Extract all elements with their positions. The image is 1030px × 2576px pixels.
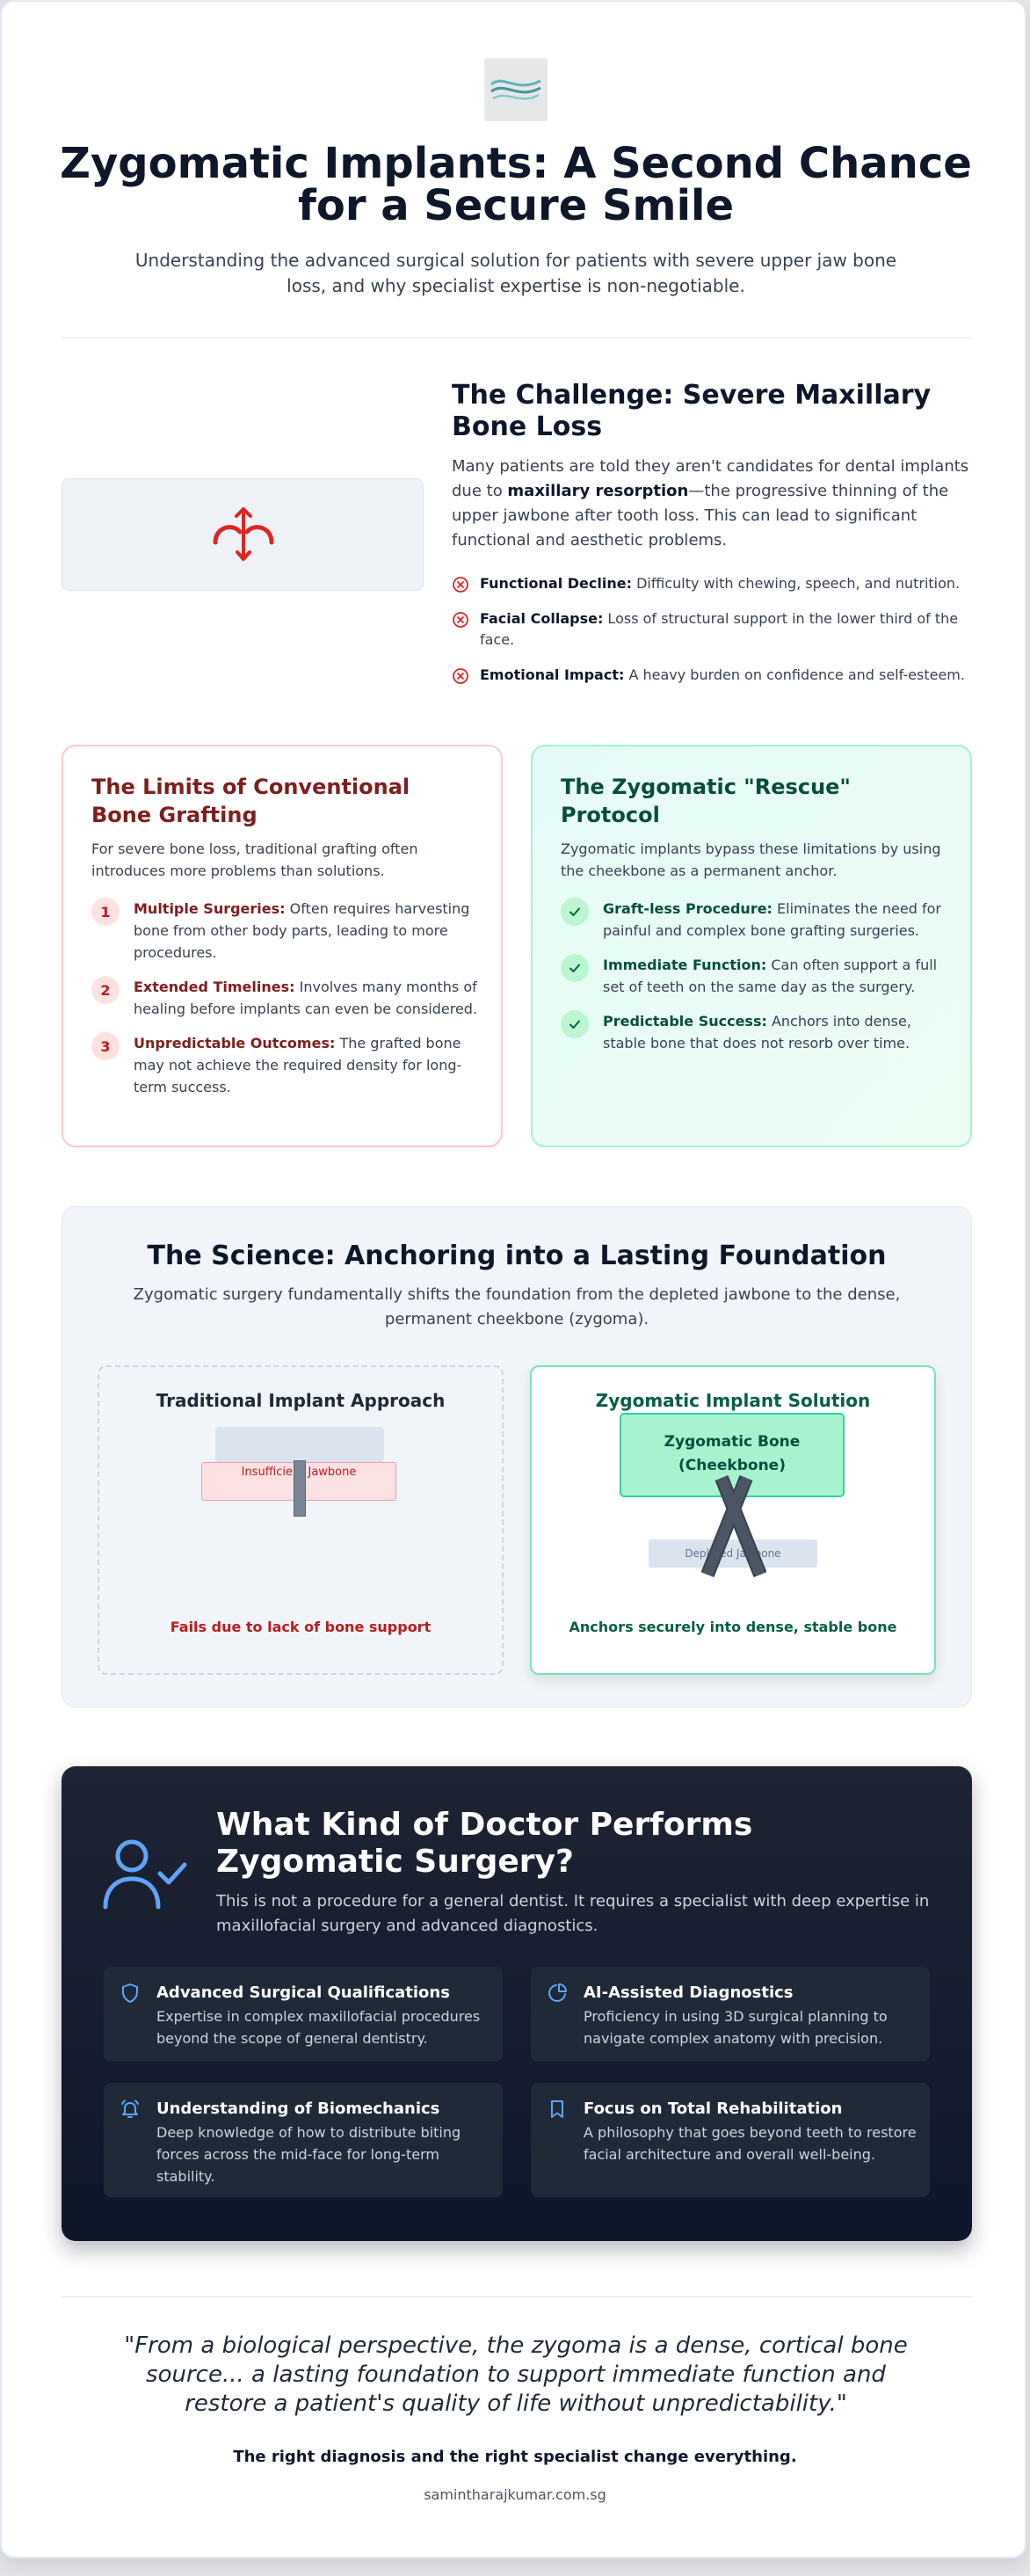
challenge-bullet: Facial Collapse: Loss of structural supp…	[452, 608, 972, 651]
challenge-bullets: Functional Decline: Difficulty with chew…	[452, 573, 972, 686]
challenge-text-b: —the progressive thinning of the upper j…	[452, 482, 949, 549]
feature-card: Focus on Total Rehabilitation A philosop…	[531, 2083, 930, 2197]
rescue-card: The Zygomatic "Rescue" Protocol Zygomati…	[531, 745, 972, 1147]
bookmark-icon	[551, 2100, 563, 2118]
brand-logo	[484, 58, 548, 121]
page-title: Zygomatic Implants: A Second Chance for …	[60, 139, 972, 230]
feature-title: Advanced Surgical Qualifications	[156, 1983, 450, 2002]
user-check-icon	[103, 1839, 187, 1910]
number-badge: 2	[91, 976, 120, 1004]
item-text: Anchors into dense, stable bone that doe…	[603, 1013, 911, 1052]
challenge-text-bold: maxillary resorption	[507, 482, 689, 500]
doctor-subtitle: This is not a procedure for a general de…	[216, 1892, 930, 1935]
science-subtitle: Zygomatic surgery fundamentally shifts t…	[133, 1285, 901, 1328]
item-label: Extended Timelines:	[134, 979, 295, 995]
science-title: The Science: Anchoring into a Lasting Fo…	[147, 1241, 887, 1271]
closing-quote: "From a biological perspective, the zygo…	[124, 2332, 908, 2417]
traditional-title: Traditional Implant Approach	[156, 1390, 446, 1411]
challenge-bullet: Emotional Impact: A heavy burden on conf…	[452, 665, 972, 686]
traditional-result: Fails due to lack of bone support	[170, 1619, 432, 1635]
feature-desc: A philosophy that goes beyond teeth to r…	[584, 2124, 917, 2163]
bullet-label: Functional Decline:	[480, 575, 632, 592]
feature-desc: Proficiency in using 3D surgical plannin…	[584, 2008, 888, 2047]
doctor-title: What Kind of Doctor Performs Zygomatic S…	[216, 1807, 753, 1880]
item-text: Involves many months of healing before i…	[134, 979, 478, 1017]
bullet-text: A heavy burden on confidence and self-es…	[624, 666, 965, 683]
pie-chart-icon	[548, 1983, 567, 2002]
rescue-item: Predictable Success: Anchors into dense,…	[561, 1010, 947, 1054]
rescue-list: Graft-less Procedure: Eliminates the nee…	[561, 898, 947, 1054]
footer-divider	[62, 2296, 972, 2297]
feature-card: AI-Assisted Diagnostics Proficiency in u…	[531, 1967, 930, 2062]
challenge-paragraph: Many patients are told they aren't candi…	[452, 455, 972, 553]
shield-icon	[122, 1983, 138, 2003]
check-icon	[561, 954, 589, 982]
zygomatic-implants-icon	[700, 1475, 767, 1577]
limits-title: The Limits of Conventional Bone Grafting	[91, 775, 410, 827]
feature-title: Focus on Total Rehabilitation	[584, 2099, 843, 2118]
science-section: The Science: Anchoring into a Lasting Fo…	[62, 1206, 972, 1707]
gum-block	[215, 1427, 384, 1462]
anchor-icon	[213, 507, 274, 561]
item-label: Graft-less Procedure:	[603, 900, 772, 917]
item-label: Multiple Surgeries:	[134, 900, 286, 917]
bullet-label: Facial Collapse:	[480, 610, 604, 627]
website-url: samintharajkumar.com.sg	[424, 2486, 606, 2503]
zygomatic-result: Anchors securely into dense, stable bone	[569, 1619, 897, 1635]
challenge-title: The Challenge: Severe Maxillary Bone Los…	[452, 380, 932, 442]
zygoma-label-2: (Cheekbone)	[678, 1457, 786, 1474]
limits-item: 1 Multiple Surgeries: Often requires har…	[91, 898, 478, 964]
feature-desc: Expertise in complex maxillofacial proce…	[156, 2008, 481, 2047]
challenge-text-a: Many patients are told they aren't candi…	[452, 457, 969, 500]
limits-intro: For severe bone loss, traditional grafti…	[91, 840, 418, 879]
number-badge: 1	[91, 898, 120, 926]
implant-post	[294, 1460, 306, 1517]
x-circle-icon	[453, 577, 468, 593]
rescue-intro: Zygomatic implants bypass these limitati…	[561, 840, 941, 879]
item-label: Predictable Success:	[603, 1013, 767, 1030]
bullet-text: Loss of structural support in the lower …	[480, 610, 959, 648]
rescue-title: The Zygomatic "Rescue" Protocol	[561, 775, 851, 827]
rescue-item: Graft-less Procedure: Eliminates the nee…	[561, 898, 947, 942]
challenge-illustration	[62, 478, 424, 591]
closing-tagline: The right diagnosis and the right specia…	[233, 2448, 797, 2466]
zygomatic-panel: Zygomatic Implant Solution Zygomatic Bon…	[530, 1365, 936, 1675]
x-circle-icon	[453, 668, 468, 684]
item-text: Often requires harvesting bone from othe…	[134, 900, 470, 961]
check-icon	[561, 898, 589, 926]
bullet-text: Difficulty with chewing, speech, and nut…	[632, 575, 961, 592]
feature-desc: Deep knowledge of how to distribute biti…	[156, 2124, 461, 2185]
bell-icon	[121, 2099, 139, 2118]
limits-item: 2 Extended Timelines: Involves many mont…	[91, 976, 478, 1020]
zygomatic-bone-block: Zygomatic Bone (Cheekbone)	[620, 1413, 845, 1497]
challenge-bullet: Functional Decline: Difficulty with chew…	[452, 573, 972, 594]
item-label: Immediate Function:	[603, 957, 767, 973]
rescue-item: Immediate Function: Can often support a …	[561, 954, 947, 998]
check-icon	[561, 1010, 589, 1038]
feature-card: Understanding of Biomechanics Deep knowl…	[104, 2083, 503, 2197]
limits-list: 1 Multiple Surgeries: Often requires har…	[91, 898, 478, 1098]
zygomatic-title: Zygomatic Implant Solution	[595, 1390, 871, 1411]
number-badge: 3	[91, 1032, 120, 1060]
item-label: Unpredictable Outcomes:	[134, 1035, 336, 1052]
limits-item: 3 Unpredictable Outcomes: The grafted bo…	[91, 1032, 478, 1098]
item-text: Eliminates the need for painful and comp…	[603, 900, 941, 939]
feature-title: Understanding of Biomechanics	[156, 2099, 440, 2118]
item-text: The grafted bone may not achieve the req…	[134, 1035, 462, 1095]
page-subtitle: Understanding the advanced surgical solu…	[134, 250, 897, 296]
feature-card: Advanced Surgical Qualifications Experti…	[104, 1967, 503, 2062]
zygoma-label-1: Zygomatic Bone	[664, 1433, 801, 1451]
feature-title: AI-Assisted Diagnostics	[584, 1983, 794, 2002]
item-text: Can often support a full set of teeth on…	[603, 957, 938, 995]
limits-card: The Limits of Conventional Bone Grafting…	[62, 745, 503, 1147]
wave-logo-icon	[490, 79, 541, 100]
traditional-panel: Traditional Implant Approach Insufficien…	[98, 1365, 504, 1675]
doctor-section: What Kind of Doctor Performs Zygomatic S…	[62, 1766, 972, 2241]
x-circle-icon	[453, 612, 468, 628]
bullet-label: Emotional Impact:	[480, 666, 625, 683]
